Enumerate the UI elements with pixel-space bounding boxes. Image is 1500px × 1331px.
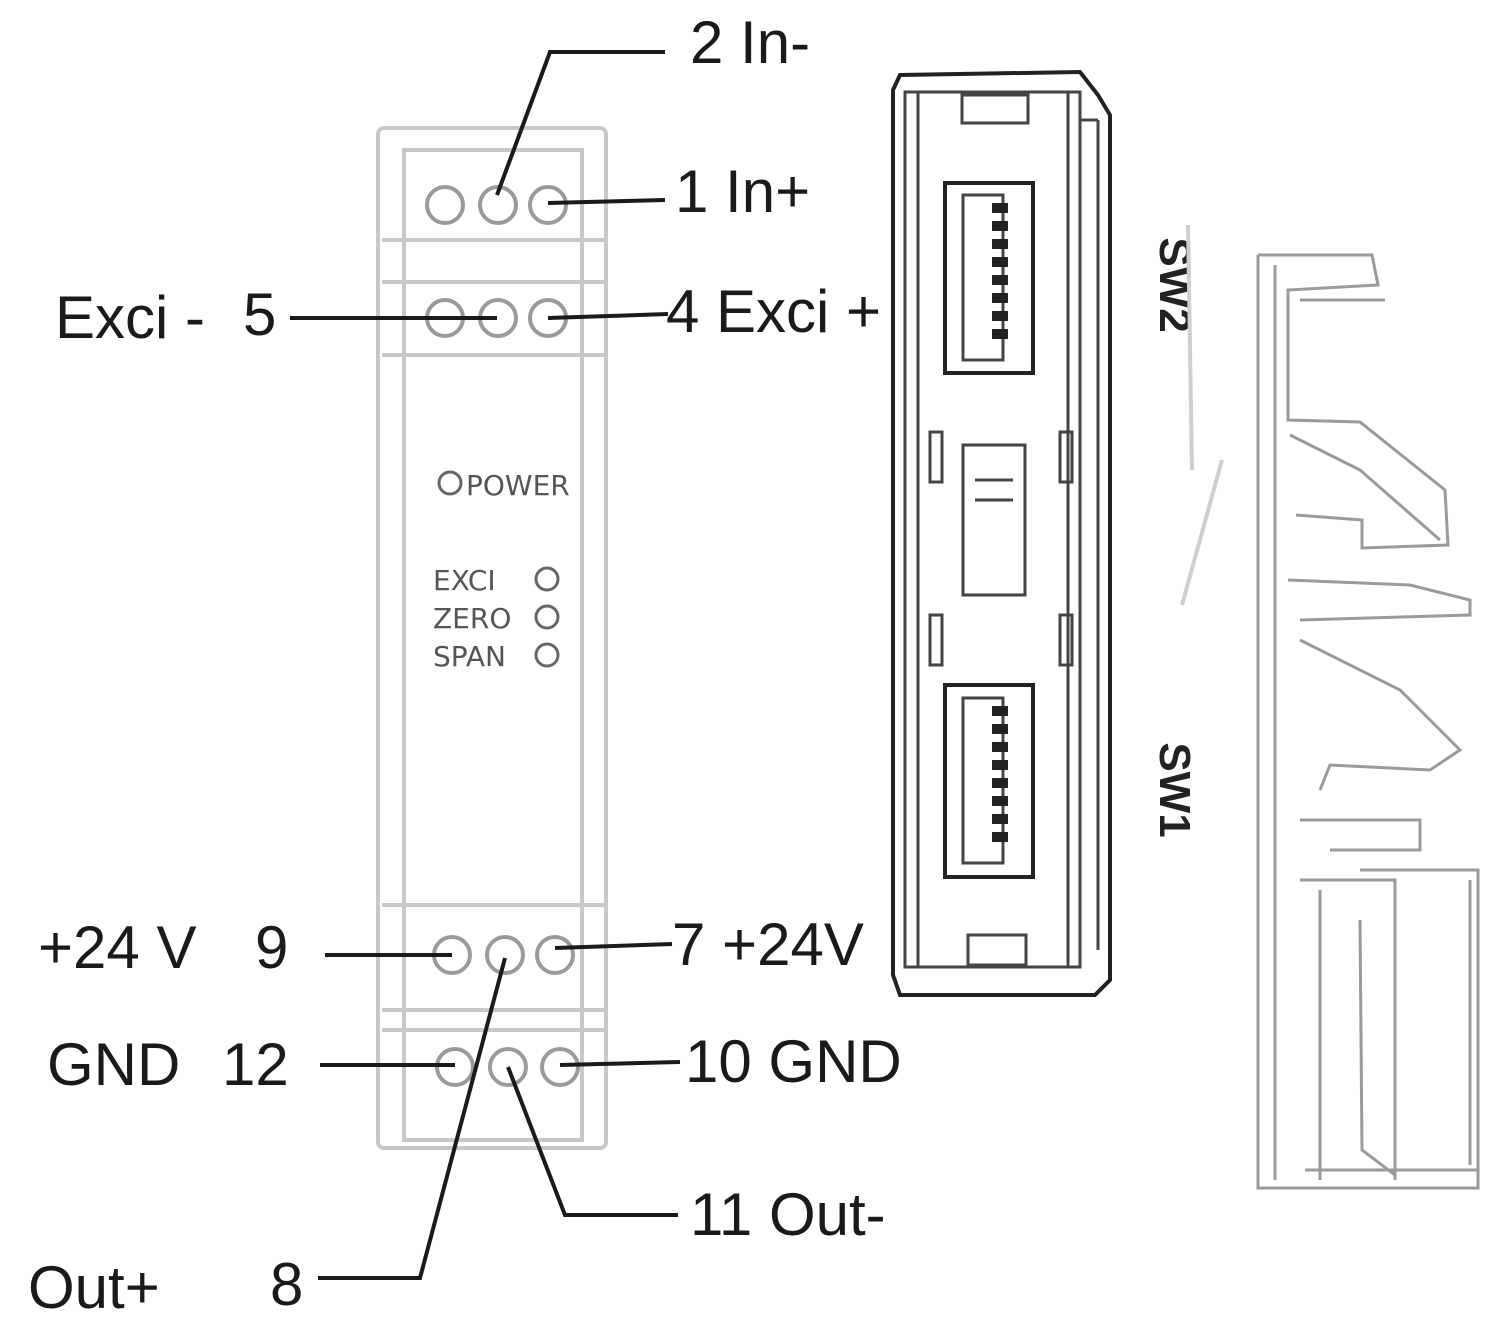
label-gnd-right: 10 GND [685,1028,902,1095]
label-gnd-left-number: 12 [222,1031,289,1098]
label-24v-left-number: 9 [255,914,288,981]
power-led [437,470,463,496]
label-exci-plus: 4 Exci + [666,278,881,345]
label-out-minus: 11 Out- [690,1181,886,1248]
label-in-minus: 2 In- [690,9,810,76]
ghost-lines [1180,224,1224,606]
terminal-10 [540,1047,580,1087]
label-in-plus: 1 In+ [675,158,810,225]
terminal-1 [528,185,568,225]
module-switch-view: SW2 SW1 [891,69,1199,997]
label-out-plus: Out+ [28,1254,160,1321]
exci-led-label: EXCI [433,564,496,597]
label-exci-minus: Exci - [55,284,205,351]
dip-switch-sw1 [943,683,1035,879]
terminal-3 [425,185,465,225]
terminal-8 [485,935,525,975]
label-24v-left: +24 V [38,914,196,981]
span-led-label: SPAN [433,640,506,673]
module-side-view [1256,253,1480,1190]
sw2-label: SW2 [1150,237,1199,332]
zero-led [534,604,560,630]
sw1-levers [992,706,1008,842]
dip-switch-sw2 [943,181,1035,375]
power-label: POWER [466,469,570,502]
exci-led [534,566,560,592]
label-24v-right: 7 +24V [672,911,864,978]
span-led [534,642,560,668]
terminal-7 [535,935,575,975]
sw1-label: SW1 [1150,742,1199,837]
sw2-levers [992,203,1008,339]
label-gnd-left: GND [47,1031,180,1098]
module-front-view: POWER EXCI ZERO SPAN [376,126,608,1150]
label-out-plus-number: 8 [270,1251,303,1318]
terminal-labels: 2 In- 1 In+ Exci - 5 4 Exci + +24 V 9 7 … [28,9,902,1321]
leader-lines [290,50,681,1280]
zero-led-label: ZERO [433,602,511,635]
label-exci-minus-number: 5 [243,281,276,348]
